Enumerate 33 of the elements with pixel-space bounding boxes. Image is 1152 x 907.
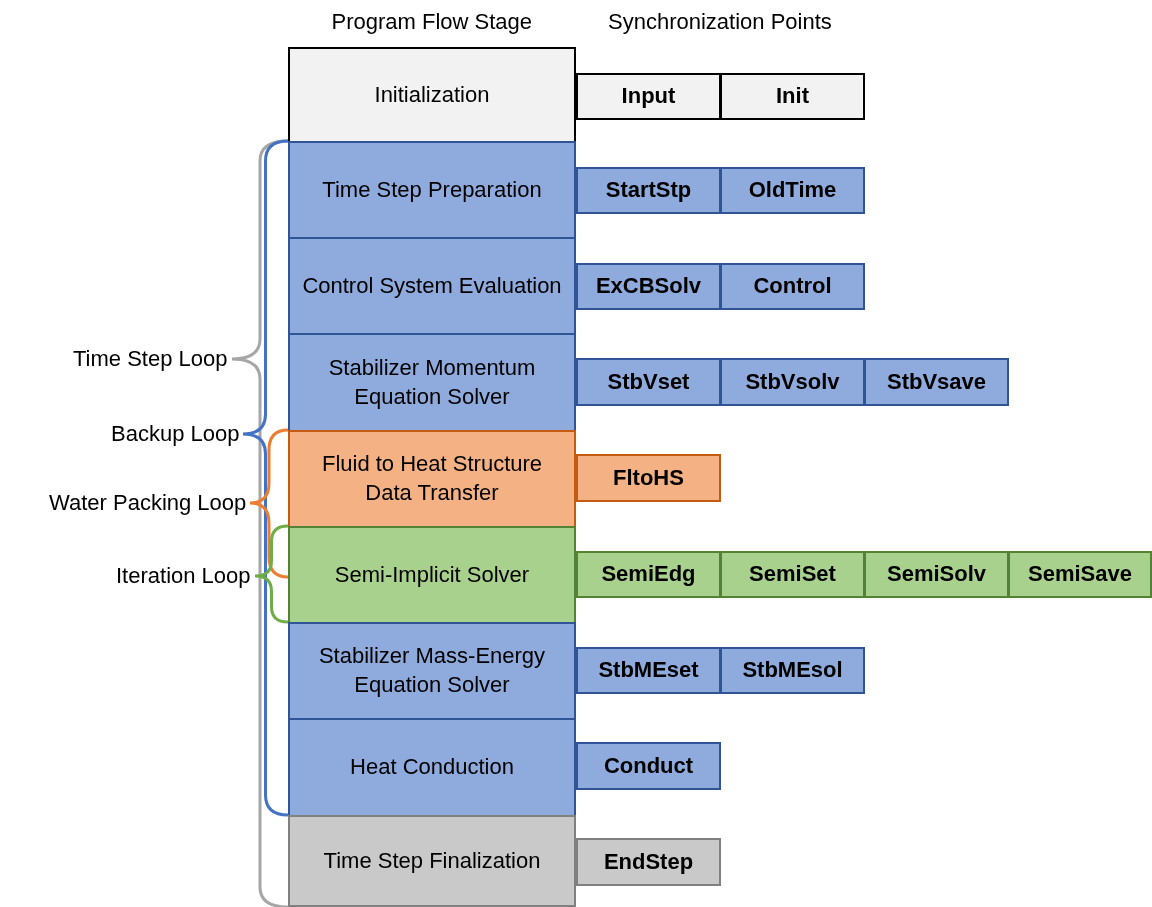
sync-point-box: FltoHS: [576, 454, 721, 502]
stage-box: Time Step Finalization: [288, 815, 576, 907]
stage-box: Stabilizer Mass-Energy Equation Solver: [288, 622, 576, 720]
sync-point-box: SemiEdg: [576, 551, 721, 598]
sync-point-box: StbVset: [576, 358, 721, 406]
column-header: Program Flow Stage: [331, 9, 533, 35]
stage-box: Time Step Preparation: [288, 141, 576, 239]
sync-point-box: StbVsolv: [720, 358, 865, 406]
stage-box: Heat Conduction: [288, 718, 576, 817]
sync-point-box: EndStep: [576, 838, 721, 886]
sync-point-box: StbMEsol: [720, 647, 865, 694]
sync-point-box: StartStp: [576, 167, 721, 214]
loop-label: Backup Loop: [111, 421, 240, 447]
sync-point-box: Conduct: [576, 742, 721, 790]
stage-box: Fluid to Heat Structure Data Transfer: [288, 430, 576, 528]
loop-label: Water Packing Loop: [49, 490, 247, 516]
sync-point-box: StbMEset: [576, 647, 721, 694]
sync-point-box: SemiSave: [1008, 551, 1152, 598]
stage-box: Semi-Implicit Solver: [288, 526, 576, 624]
loop-label: Time Step Loop: [73, 346, 228, 372]
sync-point-box: Control: [720, 263, 865, 310]
sync-point-box: ExCBSolv: [576, 263, 721, 310]
sync-point-box: Input: [576, 73, 721, 120]
column-header: Synchronization Points: [608, 9, 832, 35]
stage-box: Initialization: [288, 47, 576, 143]
sync-point-box: Init: [720, 73, 865, 120]
sync-point-box: StbVsave: [864, 358, 1009, 406]
stage-box: Control System Evaluation: [288, 237, 576, 335]
sync-point-box: SemiSet: [720, 551, 865, 598]
sync-point-box: OldTime: [720, 167, 865, 214]
loop-label: Iteration Loop: [116, 563, 251, 589]
stage-box: Stabilizer Momentum Equation Solver: [288, 333, 576, 432]
sync-point-box: SemiSolv: [864, 551, 1009, 598]
